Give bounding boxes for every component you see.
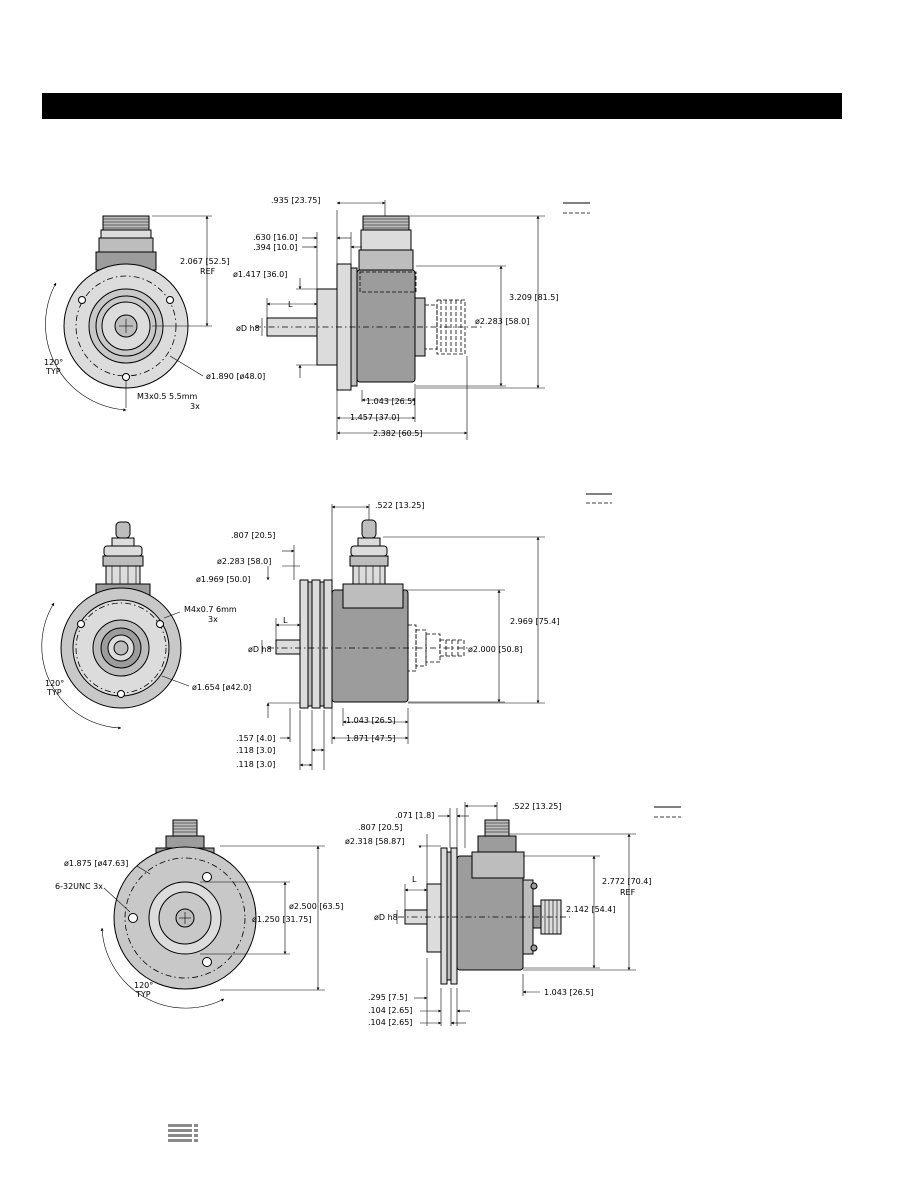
figure3-legend [654, 806, 681, 818]
fig2-dim-118-b: .118 [3.0] [236, 760, 275, 769]
fig2-dim-1654: ø1.654 [ø42.0] [192, 683, 251, 692]
fig3-dim-104-a: .104 [2.65] [368, 1006, 412, 1015]
fig1-dim-D: øD h8 [236, 324, 260, 333]
figure1-front-view [45, 215, 189, 412]
fig1-dim-m3: M3x0.5 5.5mm [137, 392, 198, 401]
fig3-dim-L: L [412, 875, 417, 884]
fig3-dim-2500: ø2.500 [63.5] [289, 902, 343, 911]
fig2-dim-2000: ø2.000 [50.8] [468, 645, 522, 654]
fig2-dim-522: .522 [13.25] [375, 501, 425, 510]
figure1-legend [563, 202, 590, 214]
fig2-dim-118-a: .118 [3.0] [236, 746, 275, 755]
fig2-dim-2969: 2.969 [75.4] [510, 617, 560, 626]
fig2-dim-m4: M4x0.7 6mm [184, 605, 237, 614]
fig2-dim-L: L [283, 616, 288, 625]
fig3-dim-2772: 2.772 [70.4] [602, 877, 652, 886]
figure1-side-view [255, 215, 482, 391]
fig1-dim-m3-count: 3x [190, 402, 200, 411]
fig3-dim-120: 120° [134, 981, 153, 990]
figure2-legend [586, 493, 612, 504]
fig1-dim-630: .630 [16.0] [253, 233, 297, 242]
fig2-dim-157: .157 [4.0] [236, 734, 275, 743]
figure2-labels: .522 [13.25] .807 [20.5] ø2.283 [58.0] ø… [45, 501, 560, 769]
fig2-dim-120: 120° [45, 679, 64, 688]
figure2-side-view [268, 519, 470, 709]
fig3-dim-807: .807 [20.5] [358, 823, 402, 832]
figure2-front-view [41, 521, 182, 730]
fig3-dim-1875: ø1.875 [ø47.63] [64, 859, 128, 868]
fig1-dim-120: 120° [44, 358, 63, 367]
fig3-dim-typ: TYP [135, 990, 151, 999]
fig3-dim-2142: 2.142 [54.4] [566, 905, 616, 914]
fig3-dim-6-32: 6-32UNC 3x [55, 882, 103, 891]
figure2-dim-lines [161, 504, 545, 770]
figure3-side-view [398, 819, 570, 985]
fig3-dim-071: .071 [1.8] [395, 811, 434, 820]
figure1-dim-lines [125, 200, 545, 440]
fig1-dim-1890: ø1.890 [ø48.0] [206, 372, 265, 381]
fig1-dim-2067-ref: REF [200, 267, 216, 276]
fig1-dim-1457: 1.457 [37.0] [350, 413, 400, 422]
fig1-dim-2067: 2.067 [52.5] [180, 257, 230, 266]
fig1-dim-1043: 1.043 [26.5] [366, 397, 416, 406]
figure3-dim-lines [103, 802, 636, 1026]
fig1-dim-394: .394 [10.0] [253, 243, 297, 252]
header-bar [42, 93, 842, 119]
fig2-dim-807: .807 [20.5] [231, 531, 275, 540]
fig3-dim-2772-ref: REF [620, 888, 636, 897]
brand-logo-icon [168, 1124, 198, 1142]
fig3-dim-295: .295 [7.5] [368, 993, 407, 1002]
figure3-labels: .071 [1.8] .522 [13.25] .807 [20.5] ø2.3… [55, 802, 652, 1027]
fig3-dim-D: øD h8 [374, 913, 398, 922]
fig1-dim-3209: 3.209 [81.5] [509, 293, 559, 302]
fig3-dim-522: .522 [13.25] [512, 802, 562, 811]
fig1-dim-2382: 2.382 [60.5] [373, 429, 423, 438]
fig3-dim-2318: ø2.318 [58.87] [345, 837, 404, 846]
fig1-dim-typ: TYP [45, 367, 61, 376]
fig1-dim-L: L [288, 300, 293, 309]
fig3-dim-1250: ø1.250 [31.75] [252, 915, 311, 924]
fig3-dim-1043: 1.043 [26.5] [544, 988, 594, 997]
fig1-dim-935: .935 [23.75] [271, 196, 321, 205]
fig2-dim-1043: 1.043 [26.5] [346, 716, 396, 725]
fig2-dim-1969: ø1.969 [50.0] [196, 575, 250, 584]
fig3-dim-104-b: .104 [2.65] [368, 1018, 412, 1027]
fig2-dim-D: øD h8 [248, 645, 272, 654]
fig1-dim-2283: ø2.283 [58.0] [475, 317, 529, 326]
fig2-dim-2283: ø2.283 [58.0] [217, 557, 271, 566]
figure1-labels: .935 [23.75] .630 [16.0] .394 [10.0] ø1.… [44, 196, 559, 438]
fig1-dim-1417: ø1.417 [36.0] [233, 270, 287, 279]
figure3-front-view [100, 819, 257, 1009]
fig2-dim-1871: 1.871 [47.5] [346, 734, 396, 743]
fig2-dim-typ: TYP [46, 688, 62, 697]
fig2-dim-m4-count: 3x [208, 615, 218, 624]
